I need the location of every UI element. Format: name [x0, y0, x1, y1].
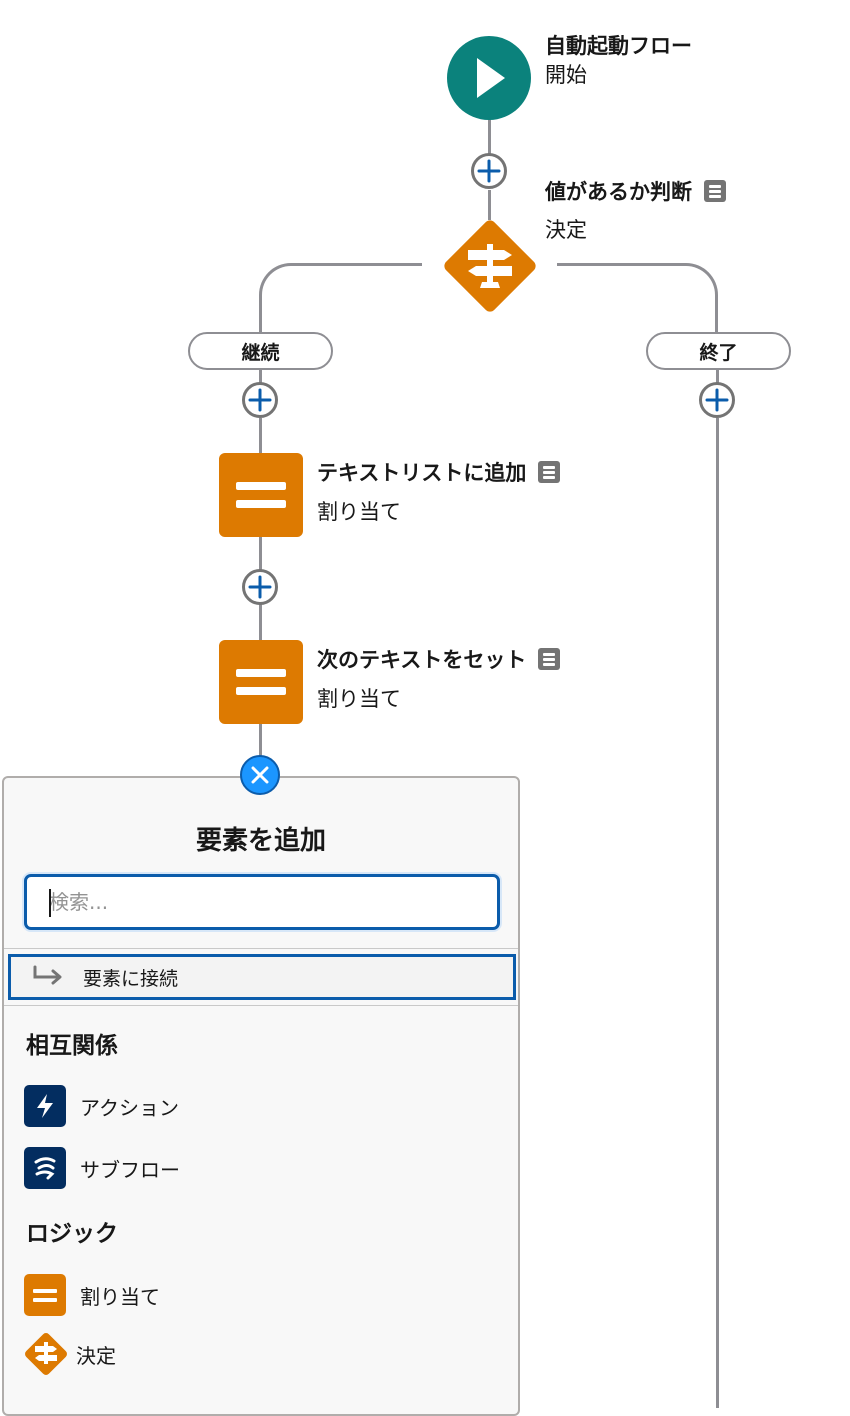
add-element-button-right[interactable] [699, 382, 735, 418]
search-input[interactable] [27, 877, 497, 927]
doc-icon[interactable] [538, 648, 561, 670]
connector-right-1 [716, 370, 719, 384]
menu-item-action[interactable]: アクション [24, 1084, 179, 1128]
menu-item-assignment-label: 割り当て [80, 1284, 160, 1309]
add-element-button-left-2[interactable] [242, 569, 278, 605]
play-icon [477, 58, 505, 98]
menu-item-subflow[interactable]: サブフロー [24, 1146, 180, 1190]
decision-icon [444, 220, 536, 312]
assignment-2-subtitle: 割り当て [317, 687, 401, 711]
text-caret [49, 889, 51, 917]
assignment-1-title: テキストリストに追加 [317, 457, 561, 487]
assignment-icon [236, 669, 286, 677]
add-icon [705, 388, 729, 412]
assignment-icon [236, 482, 286, 490]
assignment-icon [236, 687, 286, 695]
menu-item-decision[interactable]: 決定 [18, 1332, 116, 1376]
panel-title: 要素を追加 [195, 826, 326, 856]
menu-item-subflow-label: サブフロー [80, 1157, 180, 1182]
subflow-icon [24, 1147, 66, 1189]
connect-arrow-icon [33, 965, 62, 985]
branch-line-right [557, 263, 718, 336]
connector-left-5 [259, 722, 262, 758]
decision-subtitle: 決定 [545, 218, 587, 242]
search-field[interactable] [24, 874, 500, 930]
decision-icon [25, 1333, 67, 1375]
assignment-1-subtitle: 割り当て [317, 500, 401, 524]
add-element-panel: 要素を追加 要素に接続 相互関係 アクション サブフロー ロジック [2, 776, 520, 1416]
action-icon [24, 1085, 66, 1127]
menu-item-action-label: アクション [80, 1095, 179, 1120]
branch-line-left [259, 263, 422, 336]
start-node[interactable] [447, 36, 531, 120]
connector-left-2 [259, 418, 262, 454]
branch-label-end[interactable]: 終了 [646, 332, 791, 370]
start-subtitle: 開始 [545, 63, 587, 87]
add-element-button-left-1[interactable] [242, 382, 278, 418]
assignment-1-title-text: テキストリストに追加 [317, 461, 527, 485]
assignment-2-title-text: 次のテキストをセット [317, 648, 527, 672]
decision-title-text: 値があるか判断 [545, 180, 692, 204]
assignment-node-2[interactable] [219, 640, 303, 724]
doc-icon[interactable] [704, 180, 726, 202]
start-title: 自動起動フロー [545, 34, 692, 58]
assignment-icon [24, 1274, 66, 1316]
panel-divider-1 [4, 948, 518, 949]
decision-title: 値があるか判断 [545, 176, 726, 206]
connect-to-element-label: 要素に接続 [83, 967, 179, 990]
assignment-node-1[interactable] [219, 453, 303, 537]
decision-node[interactable] [434, 210, 546, 322]
section-heading-logic: ロジック [26, 1221, 118, 1247]
menu-item-decision-label: 決定 [76, 1343, 116, 1368]
branch-label-continue[interactable]: 継続 [188, 332, 333, 370]
close-icon [251, 766, 269, 784]
add-element-button-1[interactable] [471, 153, 507, 189]
add-icon [477, 159, 501, 183]
add-icon [248, 388, 272, 412]
connect-to-element-item[interactable]: 要素に接続 [8, 954, 516, 1000]
menu-item-assignment[interactable]: 割り当て [24, 1273, 160, 1317]
connector-start [488, 118, 491, 154]
section-heading-interaction: 相互関係 [26, 1033, 118, 1059]
connector-left-3 [259, 536, 262, 570]
assignment-icon [236, 500, 286, 508]
doc-icon[interactable] [538, 461, 561, 483]
add-icon [248, 575, 272, 599]
connector-right-2 [716, 418, 719, 1408]
connector-left-4 [259, 604, 262, 642]
close-panel-button[interactable] [240, 755, 280, 795]
connector-left-1 [259, 370, 262, 384]
assignment-2-title: 次のテキストをセット [317, 644, 561, 674]
connector-to-decision [488, 190, 491, 220]
panel-divider-2 [4, 1005, 518, 1006]
